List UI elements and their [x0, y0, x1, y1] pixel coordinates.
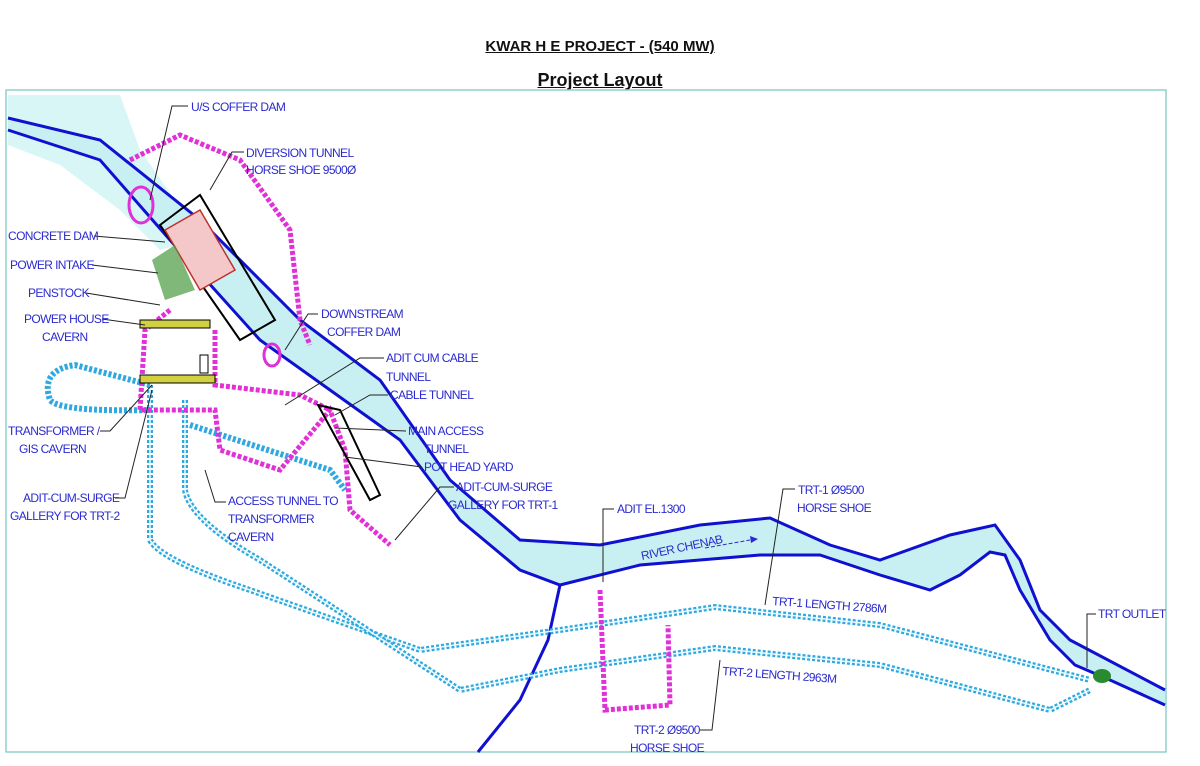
label-adit-surge-trt2-gallery: GALLERY FOR TRT-2	[10, 509, 121, 523]
tributary	[476, 584, 562, 753]
adit-cum-cable-tunnel	[212, 330, 332, 413]
label-diversion-tunnel-size: HORSE SHOE 9500Ø	[246, 163, 356, 177]
label-adit-cum-cable-tunnel: TUNNEL	[386, 370, 431, 384]
label-trt2-length: TRT-2 LENGTH 2963M	[722, 664, 838, 686]
layout-subtitle: Project Layout	[537, 70, 663, 90]
label-pot-head-yard: POT HEAD YARD	[424, 460, 514, 474]
dam-complex	[127, 185, 1111, 683]
label-us-coffer-dam: U/S COFFER DAM	[191, 100, 286, 114]
label-downstream-coffer-dam: COFFER DAM	[327, 325, 401, 339]
label-adit-surge-trt2: ADIT-CUM-SURGE	[23, 491, 120, 505]
label-trt-outlet: TRT OUTLET	[1098, 607, 1167, 621]
main-access-tunnel	[137, 308, 392, 547]
adit-el-1300	[597, 589, 673, 713]
river-flow-arrow	[704, 539, 751, 549]
us-coffer-dam	[127, 185, 155, 225]
label-trt1-horse-shoe: HORSE SHOE	[797, 501, 872, 515]
label-power-house: POWER HOUSE	[24, 312, 109, 326]
label-concrete-dam: CONCRETE DAM	[8, 229, 99, 243]
leader-lines	[85, 105, 1096, 731]
label-trt2-dia: TRT-2 Ø9500	[634, 723, 701, 737]
river-flow-arrowhead	[750, 536, 758, 543]
label-penstock: PENSTOCK	[28, 286, 90, 300]
label-adit-el: ADIT EL.1300	[617, 502, 686, 516]
trt-2-adit-loop	[44, 361, 151, 414]
label-access-tunnel-cavern: CAVERN	[228, 530, 274, 544]
label-access-tunnel: ACCESS TUNNEL TO	[228, 494, 338, 508]
label-power-intake: POWER INTAKE	[10, 258, 95, 272]
label-trt2-horse-shoe: HORSE SHOE	[630, 741, 705, 755]
drawing-frame	[5, 89, 1167, 753]
label-diversion-tunnel: DIVERSION TUNNEL	[246, 146, 354, 160]
label-access-tunnel-transformer: TRANSFORMER	[228, 512, 315, 526]
pot-head-yard	[316, 403, 382, 502]
access-trt-link	[189, 422, 348, 492]
trt-1-tunnel	[147, 385, 1091, 683]
label-adit-cum-cable: ADIT CUM CABLE	[386, 351, 479, 365]
label-trt1-dia: TRT-1 Ø9500	[798, 483, 865, 497]
river-lower-bank	[7, 128, 1166, 707]
label-gis-cavern: GIS CAVERN	[19, 442, 86, 456]
label-downstream: DOWNSTREAM	[321, 307, 404, 321]
label-main-access: MAIN ACCESS	[408, 424, 484, 438]
label-power-house-cavern: CAVERN	[42, 330, 88, 344]
trt-outlet-structure	[1093, 669, 1111, 683]
project-title: KWAR H E PROJECT - (540 MW)	[485, 38, 715, 55]
label-adit-surge-trt1: ADIT-CUM-SURGE	[456, 480, 553, 494]
river-chenab	[8, 118, 1165, 705]
label-adit-surge-trt1-gallery: GALLERY FOR TRT-1	[448, 498, 559, 512]
river-upper-bank	[7, 116, 1166, 692]
label-cable-tunnel: CABLE TUNNEL	[390, 388, 474, 402]
downstream-coffer-dam	[262, 342, 282, 368]
label-main-access-tunnel: TUNNEL	[424, 442, 469, 456]
label-transformer: TRANSFORMER /	[8, 424, 101, 438]
